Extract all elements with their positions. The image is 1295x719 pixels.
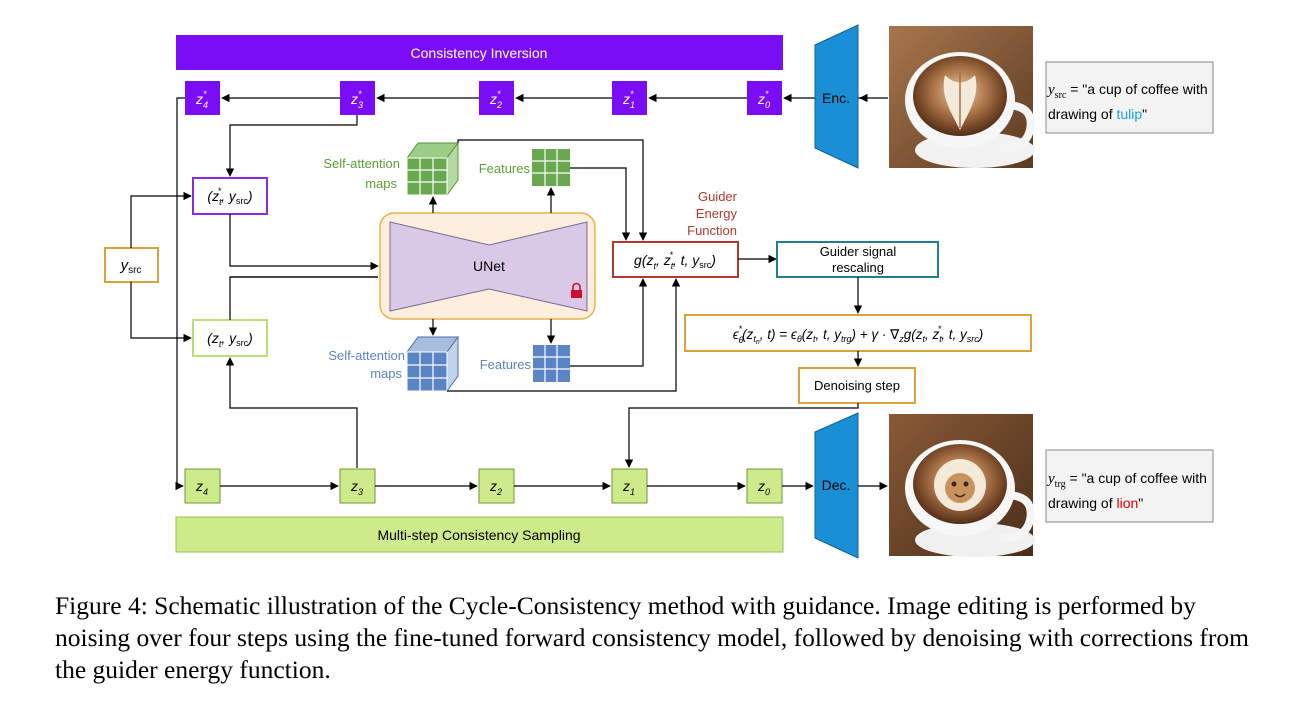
target-prompt-box [1045, 449, 1214, 523]
figure-caption: Figure 4: Schematic illustration of the … [55, 591, 1249, 684]
self-attention-bottom-label-1: Self-attention [328, 348, 405, 363]
denoising-to-z1-arrow [624, 403, 859, 468]
self-attention-maps-bottom [406, 335, 459, 393]
epsilon-formula: ϵθ*(ztn, t) = ϵθ(zt, t, ytrg) + γ · ∇zg(… [733, 324, 984, 346]
z3star-to-input-arrow [225, 115, 358, 177]
features-top-grid [532, 149, 570, 186]
unet-label: UNet [473, 258, 505, 274]
target-prompt-text: ytrg = "a cup of coffee with drawing of … [1048, 470, 1207, 511]
latent-top-z3: z3* [340, 81, 375, 115]
features-bottom-label: Features [480, 357, 532, 372]
latent-top-z2: z2* [479, 81, 514, 115]
method-diagram: Consistency Inversion Multi-step Consist… [104, 24, 1214, 559]
source-prompt-text: ysrc = "a cup of coffee with drawing of … [1048, 81, 1208, 122]
source-coffee-image [889, 26, 1035, 168]
denoising-step-label: Denoising step [814, 378, 900, 393]
ysrc-connectors [130, 191, 192, 343]
latent-bottom-z4: z4 [184, 468, 221, 504]
latent-top-z1: z1* [612, 81, 647, 115]
target-coffee-image [889, 414, 1035, 557]
epsilon-formula-box [684, 314, 1032, 352]
lock-icon [571, 282, 582, 298]
feature-arrows [428, 187, 556, 344]
self-attention-top-label-1: Self-attention [323, 156, 400, 171]
svg-text:z4*: z4* [195, 89, 208, 110]
self-attention-bottom-label-2: maps [370, 366, 402, 381]
encoder-label: Enc. [822, 90, 850, 106]
latent-top-z4: z4* [185, 81, 220, 115]
self-attention-top-label-2: maps [365, 176, 397, 191]
svg-text:z1*: z1* [622, 89, 635, 110]
latent-bottom-z1: z1 [611, 468, 648, 504]
latent-top-z0: z0* [747, 81, 782, 115]
rescaling-label-1: Guider signal [820, 244, 897, 259]
self-attention-maps-top [406, 141, 459, 197]
multistep-sampling-banner [175, 516, 784, 553]
guider-title-1: Guider [698, 189, 738, 204]
encoder [814, 24, 859, 169]
multistep-sampling-label: Multi-step Consistency Sampling [377, 527, 580, 543]
svg-text:z3*: z3* [350, 89, 363, 110]
z4star-to-z4-arrow [175, 97, 185, 491]
features-top-label: Features [479, 161, 531, 176]
unet-input-arrows [229, 214, 379, 320]
lion-word: lion [1116, 495, 1139, 511]
consistency-inversion-label: Consistency Inversion [411, 45, 548, 61]
guider-function-label: g(zt, zt*, t, ysrc) [634, 250, 716, 271]
consistency-inversion-banner [176, 35, 783, 70]
latent-bottom-z0: z0 [746, 468, 783, 504]
input-bottom-box [192, 319, 268, 357]
denoising-step-box [798, 367, 916, 404]
guider-input-arrows [447, 139, 681, 392]
features-bottom-grid [533, 345, 570, 382]
latent-bottom-z2: z2 [478, 468, 515, 504]
guider-title-2: Energy [696, 206, 738, 221]
tulip-word: tulip [1116, 106, 1143, 122]
unet-hourglass [389, 221, 588, 312]
decoder-label: Dec. [822, 477, 851, 493]
guider-title-3: Function [687, 223, 737, 238]
svg-text:z0*: z0* [757, 89, 770, 110]
source-prompt-box [1045, 61, 1214, 134]
ysrc-label: ysrc [120, 257, 142, 276]
guider-function-box [612, 241, 739, 278]
latent-bottom-z3: z3 [339, 468, 376, 504]
rescaling-label-2: rescaling [832, 260, 884, 275]
decoder [814, 412, 859, 559]
z3-to-input-arrow [225, 357, 358, 468]
svg-text:z2*: z2* [489, 89, 502, 110]
